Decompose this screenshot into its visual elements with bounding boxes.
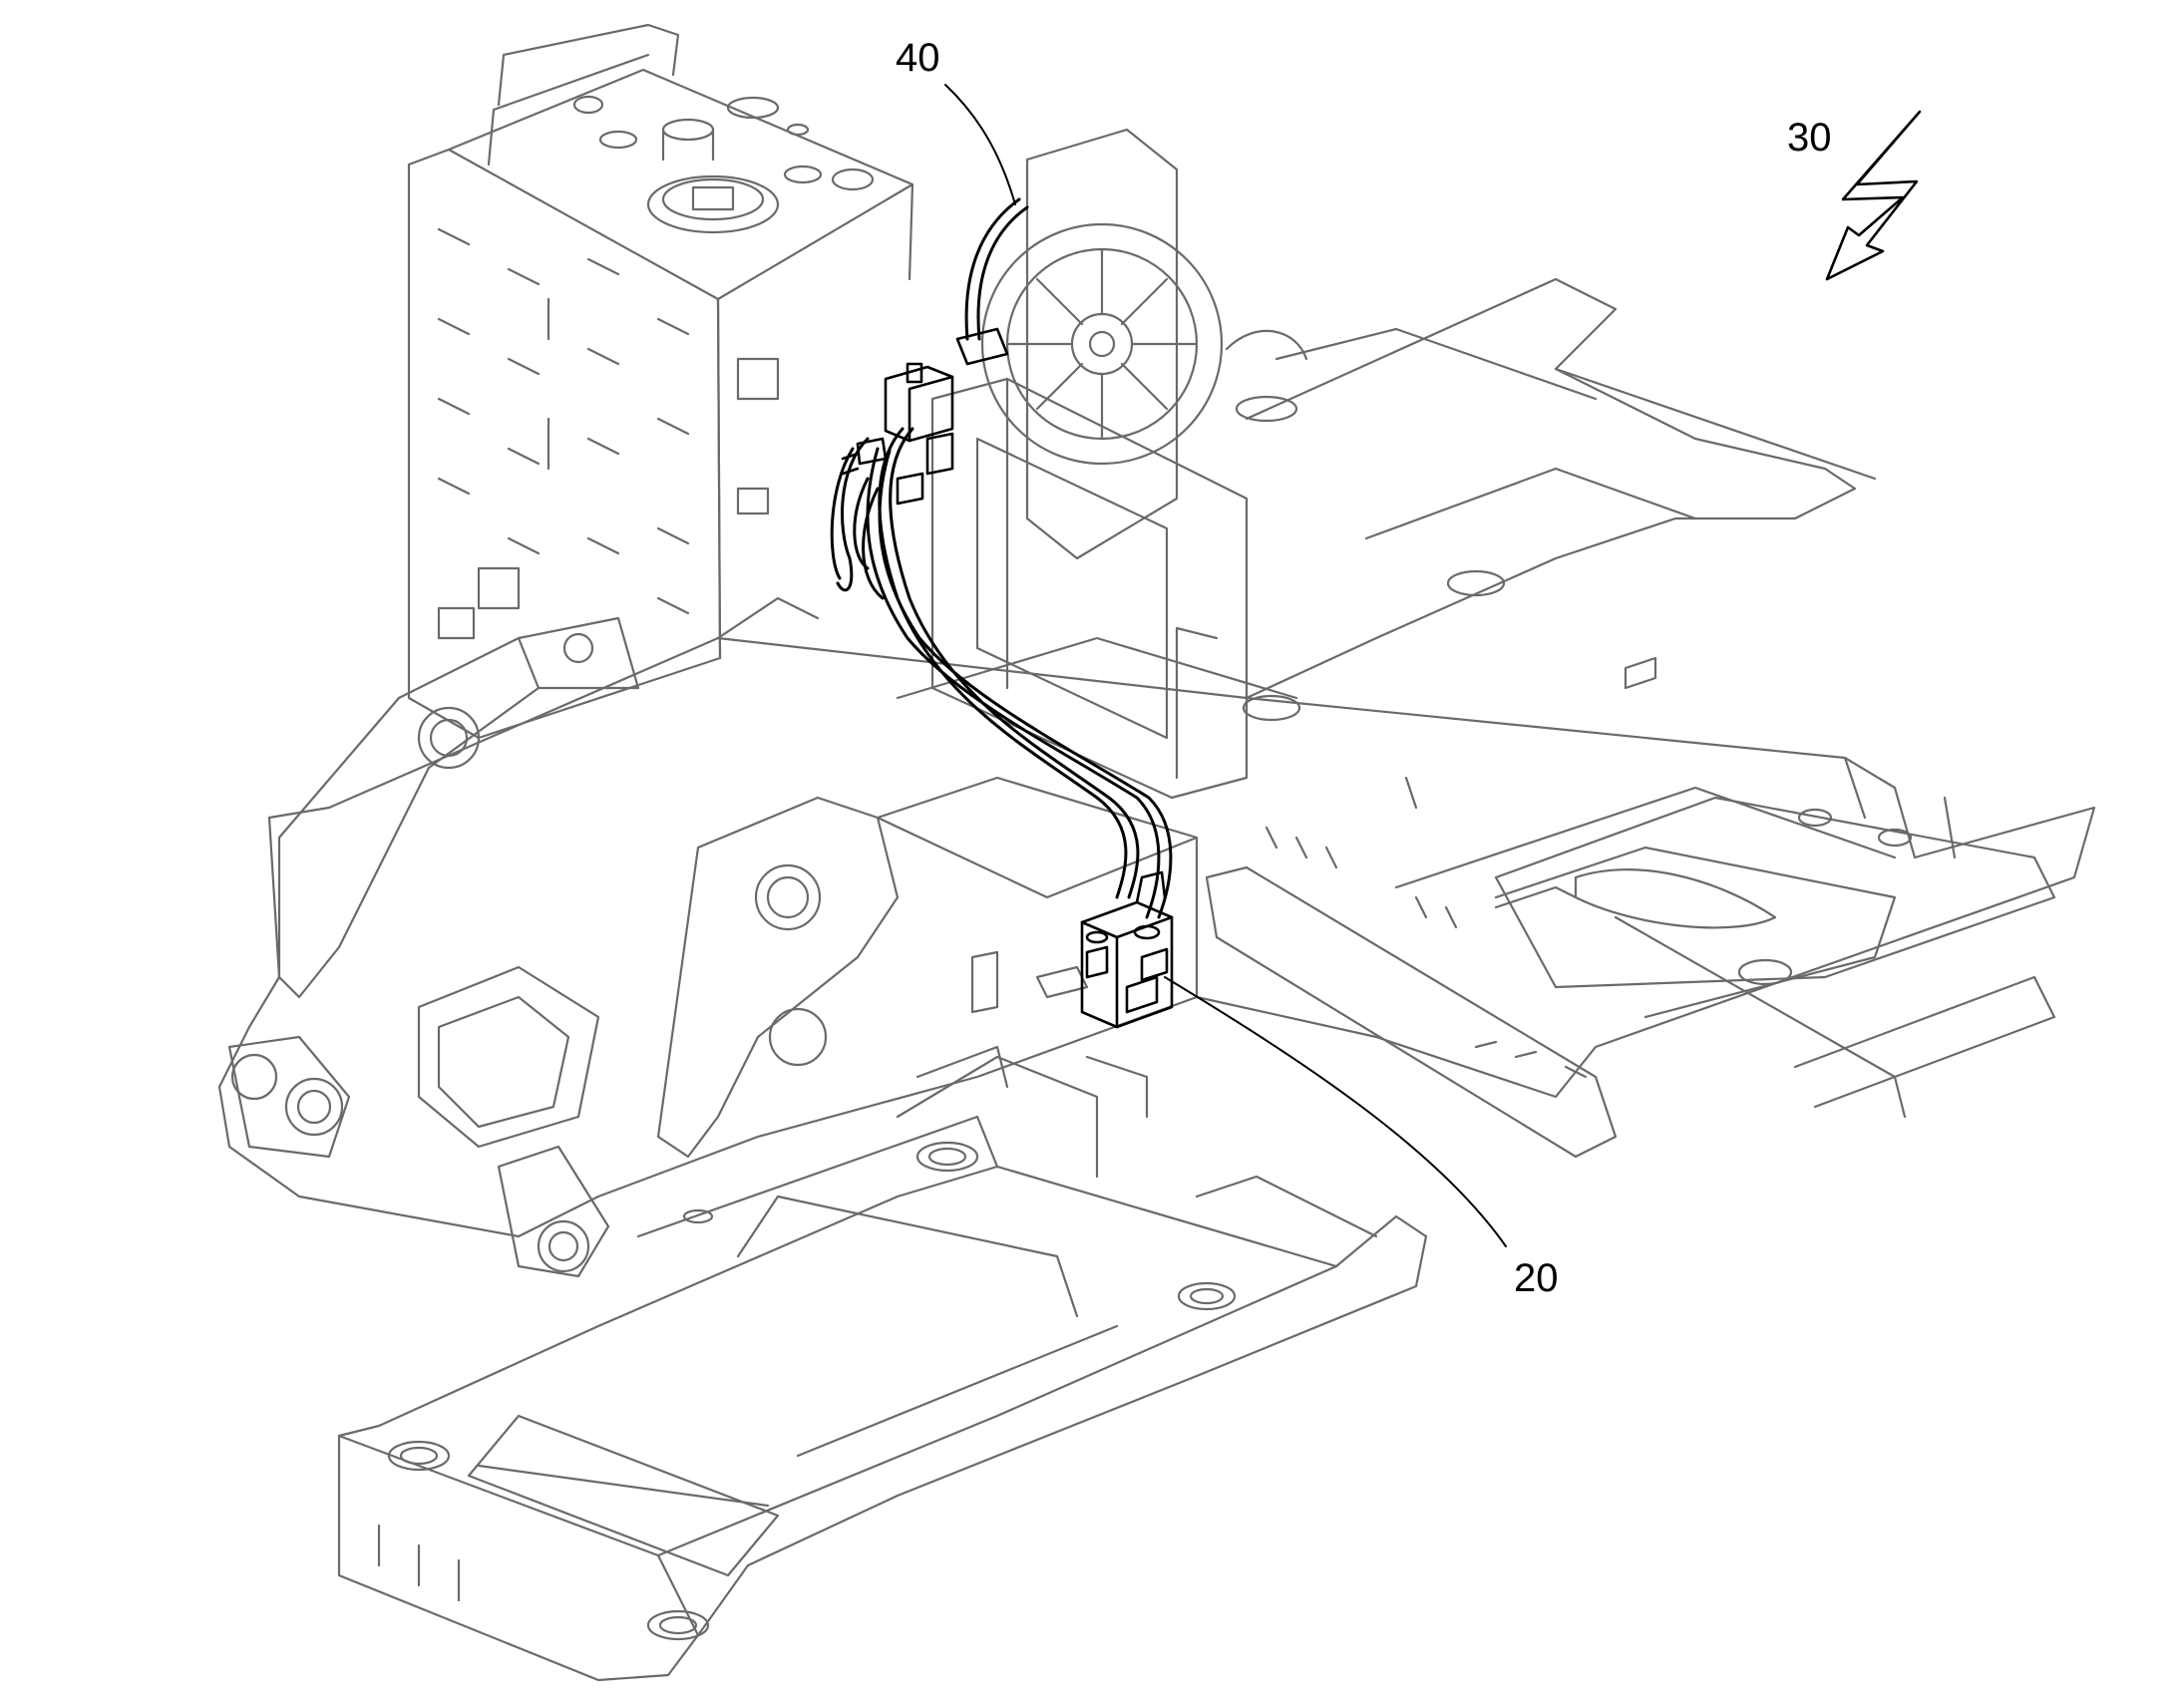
lightning-arrow-icon (1825, 110, 1922, 281)
tank-housing (407, 23, 914, 740)
rear-cross-frame (1225, 277, 1877, 722)
leader-line-20 (1164, 976, 1507, 1247)
hose-line (830, 197, 1173, 919)
reference-numeral-40: 40 (896, 36, 940, 80)
leader-line-40 (944, 84, 1016, 205)
fan-assembly (980, 128, 1224, 560)
front-frame (337, 1045, 1428, 1682)
support-bracket (930, 377, 1249, 800)
reference-numeral-30: 30 (1787, 116, 1832, 160)
right-lateral-frame (1205, 756, 2056, 1159)
upper-valve-block (841, 327, 1009, 506)
tank-top-fittings (572, 95, 875, 234)
fastener-details (970, 656, 1657, 1079)
reference-numeral-20: 20 (1514, 1256, 1559, 1300)
valve-block (1080, 870, 1174, 1029)
boom-mounts (227, 616, 900, 1278)
